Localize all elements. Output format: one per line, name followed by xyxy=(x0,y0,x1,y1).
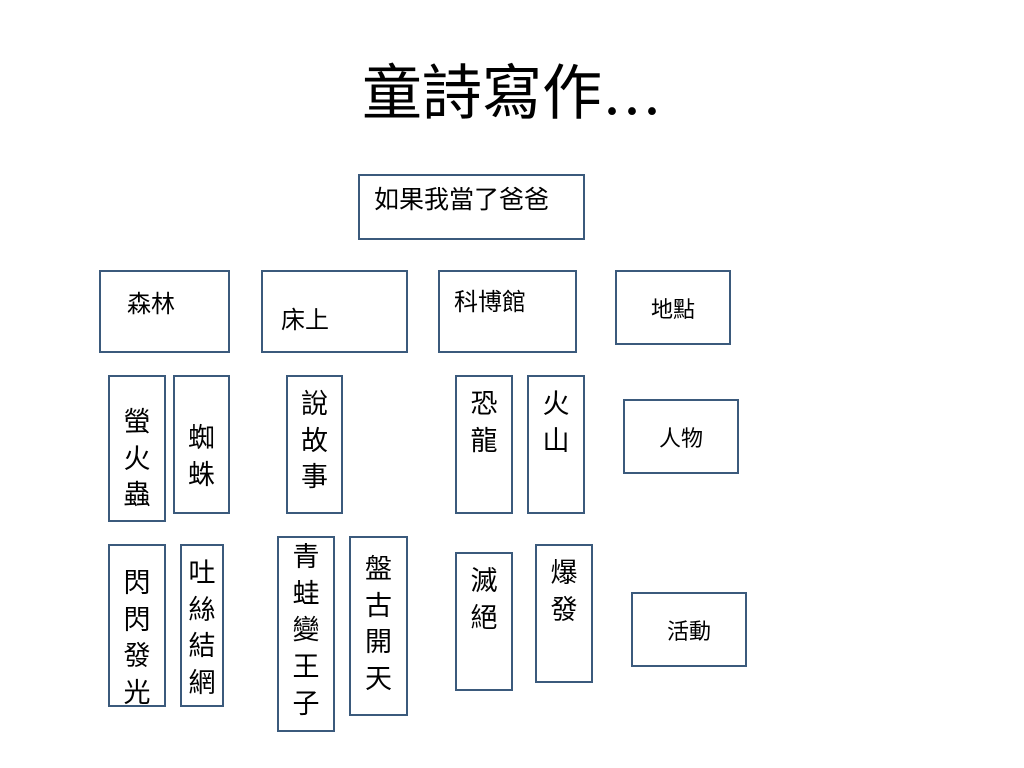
item-flash-box: 閃閃發光 xyxy=(108,544,166,709)
legend-character-box: 人物 xyxy=(623,399,739,474)
item-pangu-box: 盤古開天 xyxy=(349,536,408,716)
legend-activity-box: 活動 xyxy=(631,592,747,667)
item-volcano-text: 火山 xyxy=(542,389,570,457)
page-title: 童詩寫作… xyxy=(362,59,662,129)
item-flash-text: 閃閃發光 xyxy=(123,568,151,710)
item-story-text: 說故事 xyxy=(301,389,328,494)
item-web-box: 吐絲結網 xyxy=(180,544,224,707)
item-volcano-box: 火山 xyxy=(527,375,585,514)
place-museum-box: 科博館 xyxy=(438,270,577,353)
place-bed-box: 床上 xyxy=(261,270,408,353)
place-forest-box: 森林 xyxy=(99,270,230,353)
item-erupt-text: 爆發 xyxy=(550,558,578,626)
item-frog-text: 青蛙變王子 xyxy=(292,542,320,720)
item-firefly-box: 螢火蟲 xyxy=(108,375,166,522)
item-extinct-text: 滅絕 xyxy=(470,566,498,634)
item-dinosaur-text: 恐龍 xyxy=(470,389,498,457)
topic-box: 如果我當了爸爸 xyxy=(358,174,585,240)
item-web-text: 吐絲結網 xyxy=(188,558,216,700)
item-pangu-text: 盤古開天 xyxy=(365,554,392,696)
item-frog-box: 青蛙變王子 xyxy=(277,536,335,732)
item-spider-box: 蜘蛛 xyxy=(173,375,230,514)
item-erupt-box: 爆發 xyxy=(535,544,593,683)
item-story-box: 說故事 xyxy=(286,375,343,514)
item-spider-text: 蜘蛛 xyxy=(188,423,215,491)
item-firefly-text: 螢火蟲 xyxy=(123,407,151,512)
item-dinosaur-box: 恐龍 xyxy=(455,375,513,514)
item-extinct-box: 滅絕 xyxy=(455,552,513,691)
legend-place-box: 地點 xyxy=(615,270,731,345)
